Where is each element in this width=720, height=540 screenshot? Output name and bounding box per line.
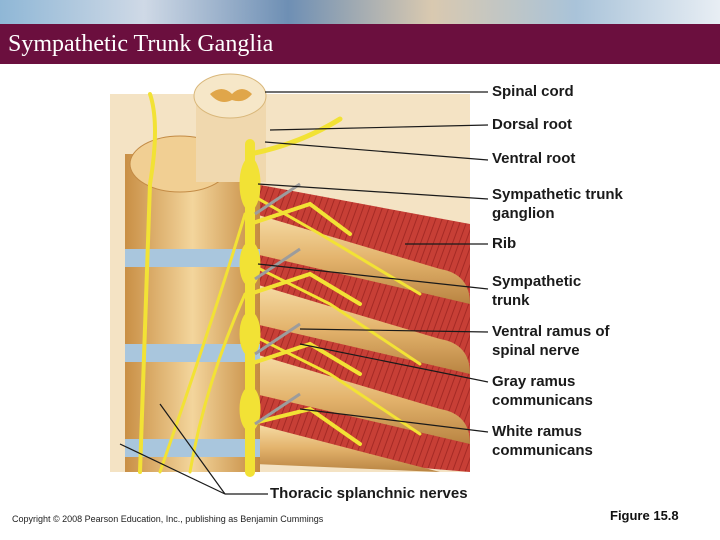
label-sympathetic-trunk-ganglion-line2: ganglion (492, 205, 555, 222)
rib (255, 424, 440, 472)
decorative-header-strip (0, 0, 720, 24)
label-thoracic-splanchnic-nerves: Thoracic splanchnic nerves (270, 485, 468, 502)
figure-number: Figure 15.8 (610, 508, 679, 523)
label-sympathetic-trunk-line2: trunk (492, 292, 530, 309)
label-dorsal-root: Dorsal root (492, 116, 573, 133)
label-ventral-root: Ventral root (492, 150, 576, 167)
rib-cage (255, 184, 470, 472)
slide-title: Sympathetic Trunk Ganglia (8, 31, 274, 57)
label-sympathetic-trunk-ganglion-line1: Sympathetic trunk (492, 186, 623, 203)
copyright-notice: Copyright © 2008 Pearson Education, Inc.… (12, 514, 324, 524)
label-white-ramus-line2: communicans (492, 442, 593, 459)
label-gray-ramus-line2: communicans (492, 392, 593, 409)
leader-lines (119, 91, 489, 495)
label-white-ramus-line1: White ramus (492, 423, 583, 440)
anatomical-illustration (110, 73, 489, 495)
title-bar: Sympathetic Trunk Ganglia (0, 24, 720, 64)
label-ventral-ramus-line2: spinal nerve (492, 342, 580, 359)
label-ventral-ramus-line1: Ventral ramus of (492, 323, 610, 340)
gray-rami (254, 182, 301, 426)
label-rib: Rib (492, 235, 517, 252)
label-gray-ramus-line1: Gray ramus (492, 373, 576, 390)
label-spinal-cord: Spinal cord (492, 83, 574, 100)
label-sympathetic-trunk-line1: Sympathetic (492, 273, 582, 290)
rib (255, 284, 470, 374)
rib (255, 354, 470, 444)
